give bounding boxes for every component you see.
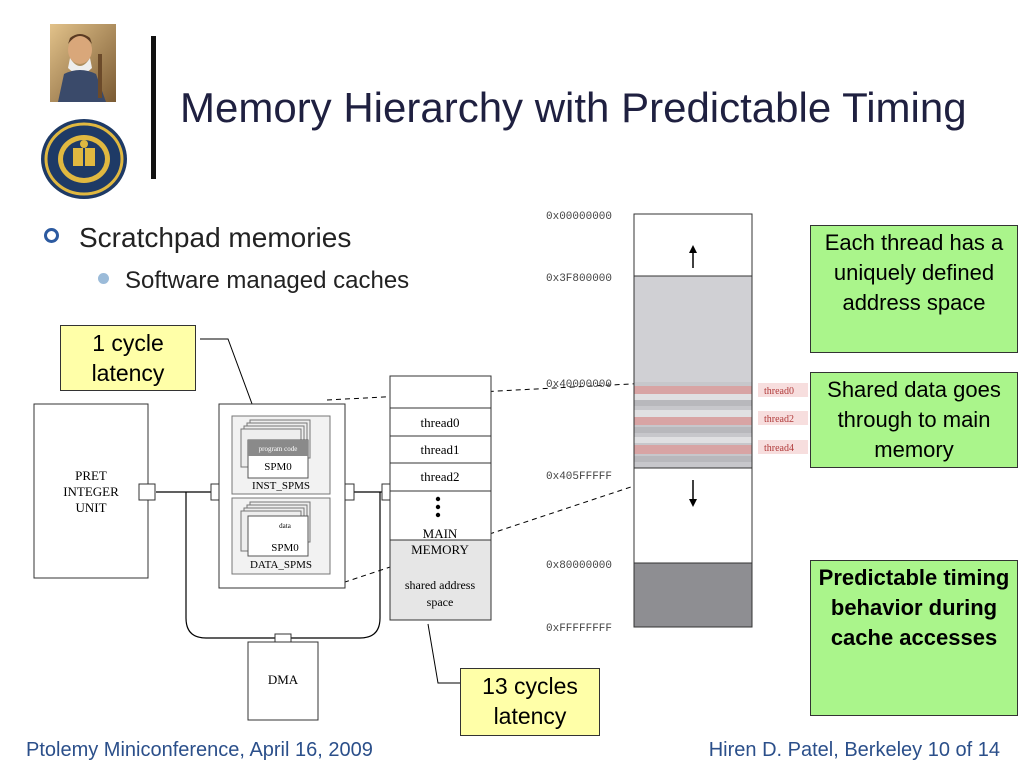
main-memory-line-1: MAIN [423, 526, 458, 541]
bullet-text: Scratchpad memories [79, 222, 352, 253]
map-thread2-label: thread2 [764, 414, 794, 425]
slide-title: Memory Hierarchy with Predictable Timing [180, 84, 967, 131]
addr-2: 0x40000000 [546, 379, 612, 391]
thread0-tag-bg [758, 383, 808, 397]
callout-predictable-text: Predictable timing behavior during cache… [818, 565, 1010, 650]
program-code-label: program code [259, 445, 298, 453]
bullet-dot-icon [98, 273, 109, 285]
data-spm-stack [240, 501, 311, 557]
port-pret [138, 483, 156, 501]
mem-thread2-label: thread2 [421, 469, 460, 484]
thread2-tag-bg [758, 411, 808, 425]
pret-unit-box [33, 403, 149, 579]
pret-line-2: INTEGER [63, 484, 119, 499]
title-divider [151, 36, 156, 179]
thread2-block [389, 462, 492, 492]
dma-label: DMA [268, 672, 299, 687]
shared-space-block [389, 539, 492, 621]
university-seal-image [41, 119, 127, 199]
data-spms-label: DATA_SPMS [250, 559, 312, 571]
bullet-scratchpad: Scratchpad memories [44, 222, 351, 254]
shared-space-line-1: shared address [405, 578, 476, 592]
thread1-block [389, 435, 492, 464]
footer-left: Ptolemy Miniconference, April 16, 2009 [26, 739, 373, 761]
callout-1-cycle: 1 cycle latency [60, 325, 196, 391]
leader-line-1-cycle [200, 338, 259, 421]
addr-4: 0x80000000 [546, 560, 612, 572]
thread-bands [634, 386, 752, 462]
pret-line-3: UNIT [75, 500, 106, 515]
thread0-block [389, 407, 492, 437]
callout-predictable: Predictable timing behavior during cache… [810, 560, 1018, 716]
data-label: data [279, 522, 292, 530]
bullet-ring-icon [44, 228, 59, 244]
callout-13-cycles: 13 cycles latency [460, 668, 600, 736]
sub-bullet-software-caches: Software managed caches [98, 267, 409, 295]
dma-box [247, 641, 319, 721]
callout-shared-data-text: Shared data goes through to main memory [827, 377, 1001, 462]
addr-0: 0x00000000 [546, 211, 612, 223]
map-thread0-label: thread0 [764, 386, 794, 397]
pret-line-1: PRET [75, 468, 107, 483]
map-thread4-label: thread4 [764, 443, 794, 454]
inst-spms-label: INST_SPMS [252, 480, 310, 492]
addr-5: 0xFFFFFFFF [546, 623, 612, 635]
region-3f8 [634, 276, 752, 382]
thread4-tag-bg [758, 440, 808, 454]
callout-1-cycle-text: 1 cycle latency [91, 330, 165, 386]
mem-thread0-label: thread0 [421, 415, 460, 430]
portrait-image [50, 24, 116, 102]
mem-thread1-label: thread1 [421, 442, 460, 457]
region-io [634, 563, 752, 627]
data-spm0-label: SPM0 [271, 542, 299, 554]
footer-right: Hiren D. Patel, Berkeley 10 of 14 [708, 739, 1000, 761]
inst-spm0-label: SPM0 [264, 461, 292, 473]
addr-1: 0x3F800000 [546, 273, 612, 285]
inst-spm-stack [240, 419, 311, 479]
shared-space-line-2: space [427, 595, 454, 609]
leader-line-13-cycles [427, 623, 462, 684]
callout-13-cycles-text: 13 cycles latency [482, 673, 578, 729]
sub-bullet-text: Software managed caches [125, 267, 410, 294]
callout-each-thread: Each thread has a uniquely defined addre… [810, 225, 1018, 353]
main-memory-line-2: MEMORY [411, 542, 469, 557]
callout-each-thread-text: Each thread has a uniquely defined addre… [824, 230, 1004, 315]
callout-shared-data: Shared data goes through to main memory [810, 372, 1018, 468]
addr-3: 0x405FFFFF [546, 471, 612, 483]
